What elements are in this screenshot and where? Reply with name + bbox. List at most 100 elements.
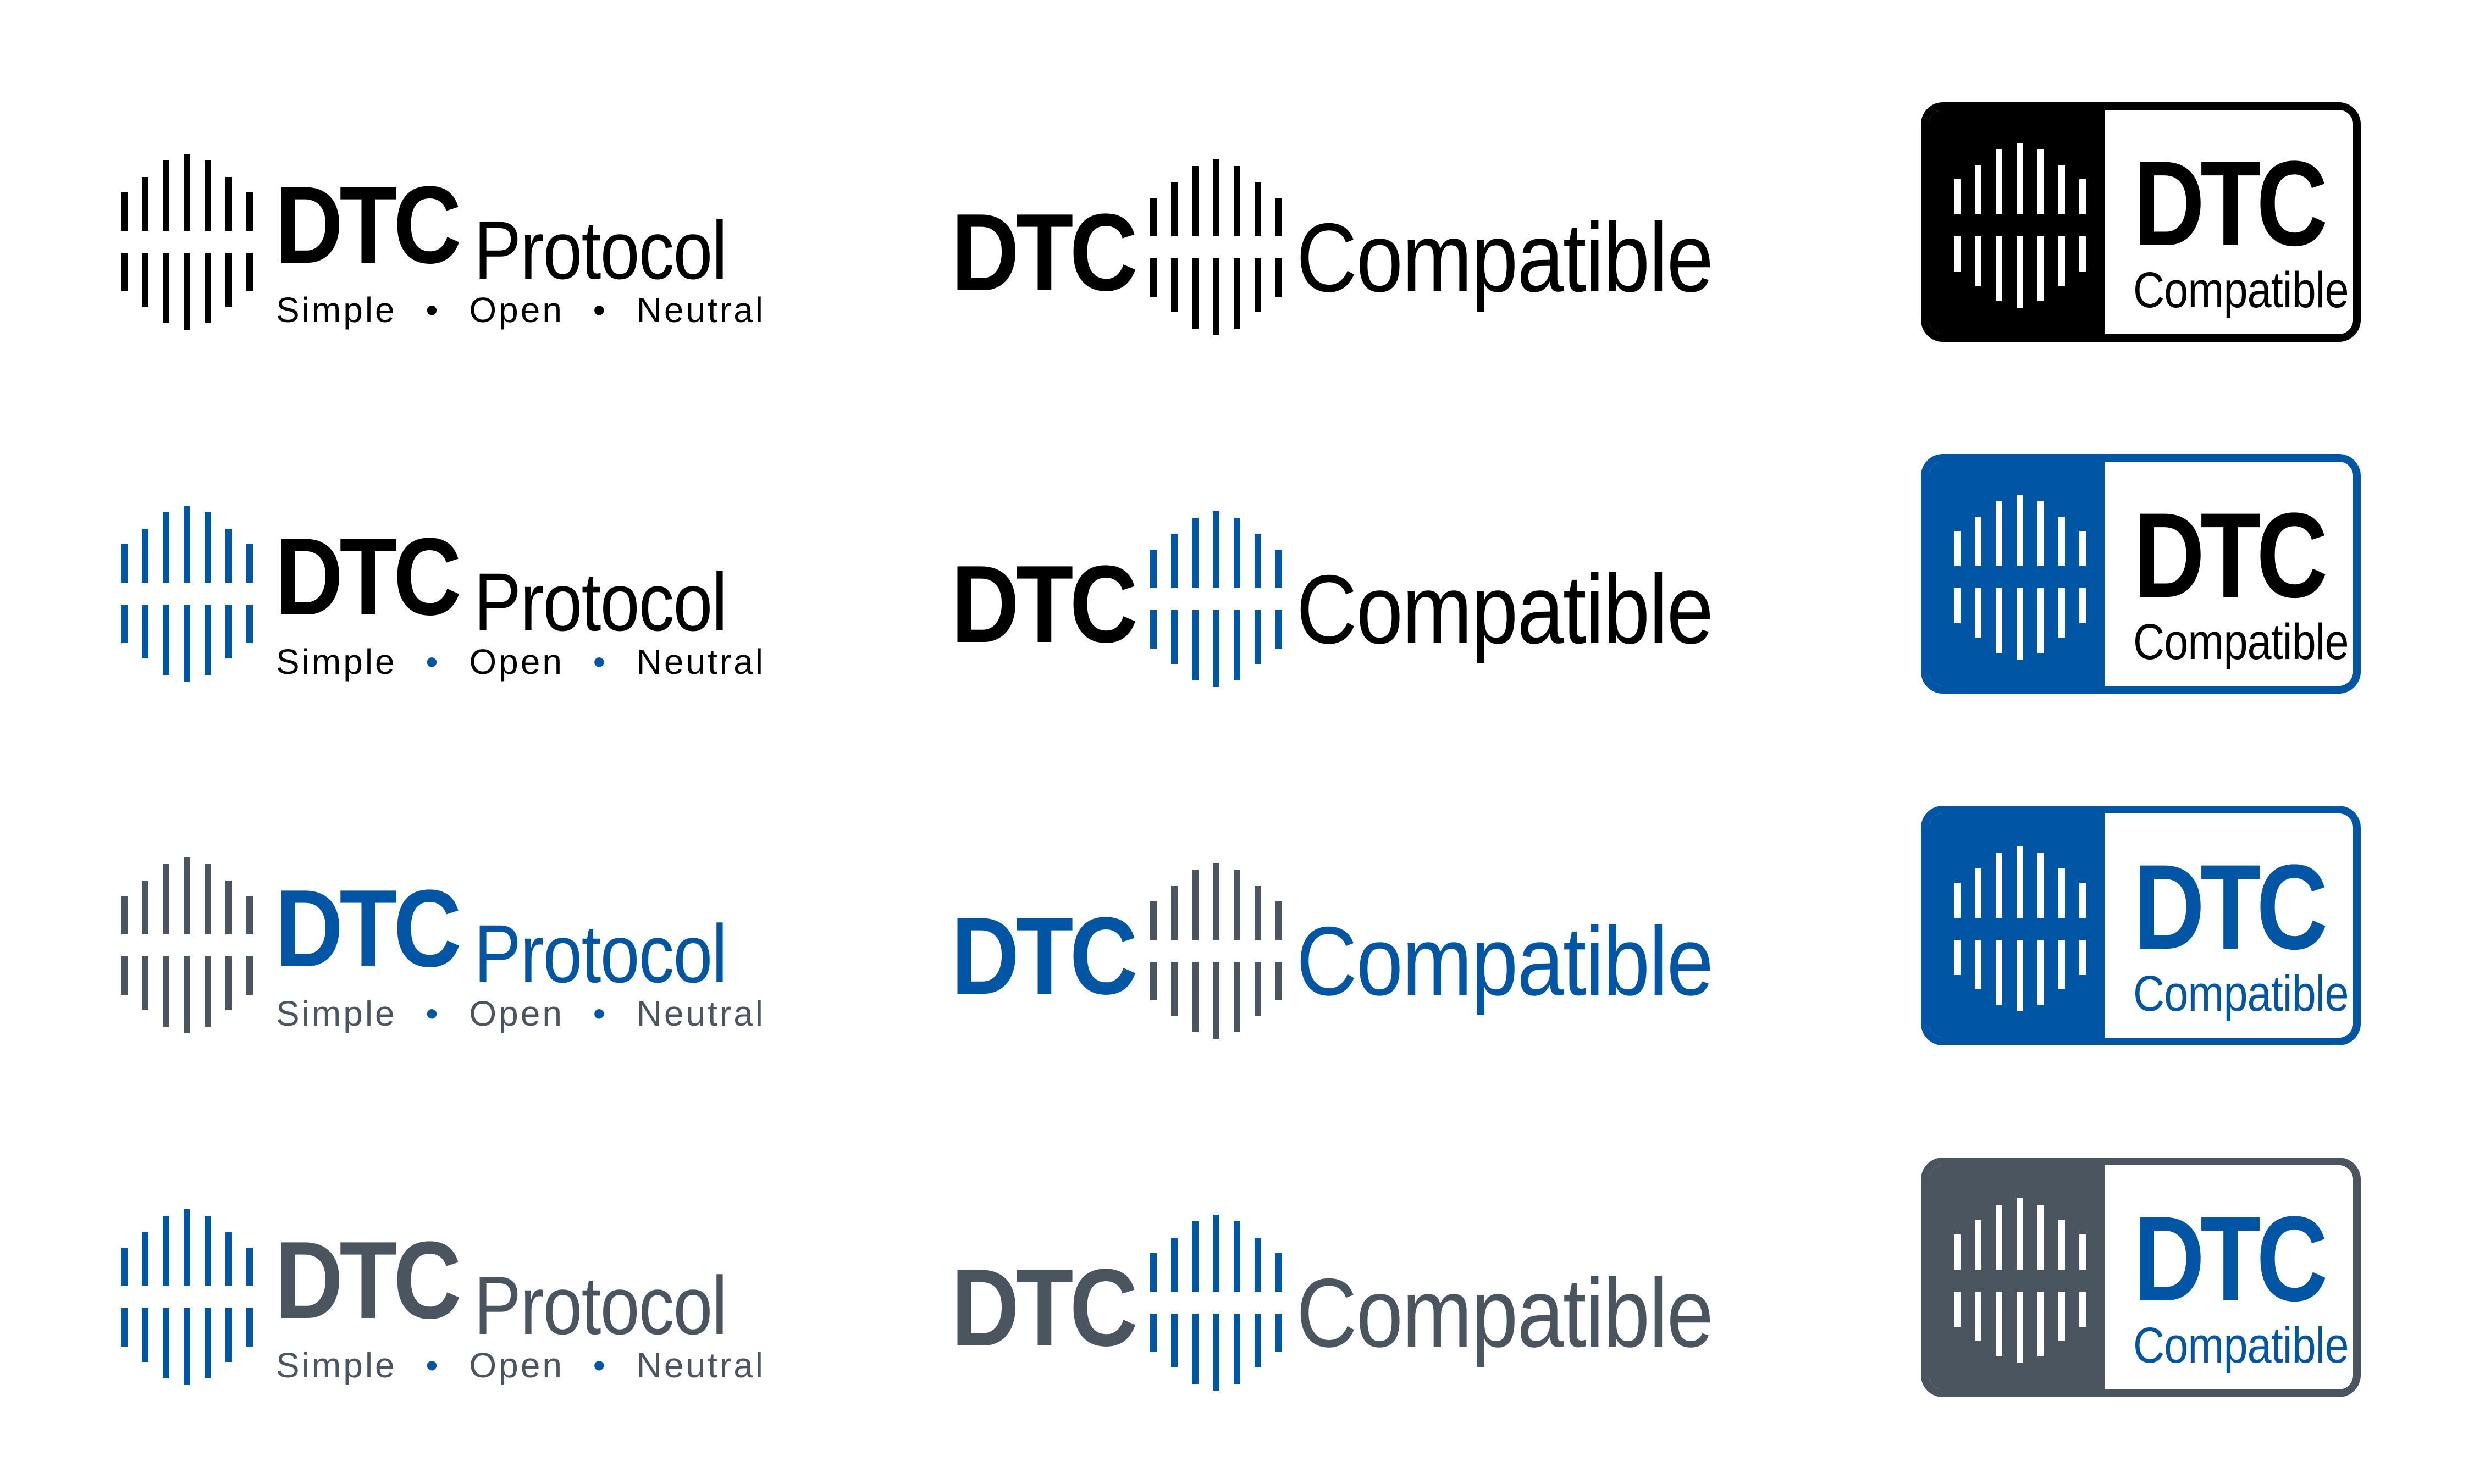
sound-wave-bar xyxy=(1975,517,1981,566)
sound-wave-bar xyxy=(184,253,190,330)
tagline: Simple • Open • Neutral xyxy=(276,292,765,328)
sound-wave-bar xyxy=(2017,236,2023,308)
sound-wave-bar xyxy=(1213,962,1219,1039)
sound-wave-bar xyxy=(163,512,169,583)
sound-wave-bars-icon xyxy=(1954,143,2086,308)
sound-wave-bar xyxy=(142,253,148,307)
sound-wave-bar xyxy=(225,177,232,231)
sound-wave-bar xyxy=(2037,940,2044,1005)
sound-wave-bars-icon xyxy=(1954,1198,2086,1363)
sound-wave-bar xyxy=(2037,236,2044,301)
sound-wave-bar xyxy=(1996,940,2002,1005)
sound-wave-bar xyxy=(2079,883,2086,918)
bullet-separator-icon: • xyxy=(593,642,608,682)
badge-dtc-text: DTC xyxy=(2133,1191,2328,1326)
sound-wave-bars-icon xyxy=(121,154,253,330)
compatible-word: Compatible xyxy=(1296,203,1714,312)
sound-wave-bar xyxy=(1150,258,1157,297)
sound-wave-bar xyxy=(1255,1238,1261,1292)
protocol-dtc-text: DTC xyxy=(275,516,462,638)
sound-wave-bar xyxy=(1255,182,1261,236)
sound-wave-bar xyxy=(1255,610,1261,664)
sound-wave-bar xyxy=(2079,236,2086,272)
dtc-compatible-badge: DTC Compatible xyxy=(1921,102,2361,342)
logo-variant-blue-gray: DTC Protocol Simple • Open • Neutral DTC… xyxy=(0,704,2474,1055)
sound-wave-bar xyxy=(2017,143,2023,214)
sound-wave-bar xyxy=(1996,501,2002,566)
sound-wave-bar xyxy=(163,160,169,231)
sound-wave-bar xyxy=(1975,588,1981,638)
sound-wave-bar xyxy=(184,1308,190,1385)
sound-wave-bar xyxy=(2058,940,2065,989)
sound-wave-bar xyxy=(246,1248,253,1286)
bullet-separator-icon: • xyxy=(593,994,608,1033)
sound-wave-bar xyxy=(1275,198,1282,236)
sound-wave-bar xyxy=(1171,886,1178,940)
sound-wave-bar xyxy=(163,1216,169,1286)
sound-wave-bars-icon xyxy=(121,506,253,682)
sound-wave-bar xyxy=(1234,1221,1240,1292)
sound-wave-bar xyxy=(1275,610,1282,649)
sound-wave-bar xyxy=(121,605,128,643)
sound-wave-bar xyxy=(2037,1205,2044,1270)
badge-dtc-text: DTC xyxy=(2133,839,2328,974)
sound-wave-bar xyxy=(1150,198,1157,236)
sound-wave-bar xyxy=(1192,962,1199,1032)
sound-wave-bar xyxy=(1996,853,2002,918)
sound-wave-bar xyxy=(1234,1314,1240,1384)
tagline-neutral: Neutral xyxy=(636,290,765,330)
sound-wave-bar xyxy=(1954,588,1961,623)
sound-wave-bar xyxy=(2079,531,2086,566)
sound-wave-bar xyxy=(246,956,253,995)
sound-wave-bars-icon xyxy=(121,857,253,1033)
sound-wave-bars-icon xyxy=(1150,1215,1282,1391)
tagline: Simple • Open • Neutral xyxy=(276,1348,765,1383)
sound-wave-bar xyxy=(205,1308,211,1378)
sound-wave-bar xyxy=(2037,853,2044,918)
sound-wave-bar xyxy=(184,1209,190,1286)
compatible-dtc-text: DTC xyxy=(951,1247,1138,1369)
sound-wave-bar xyxy=(2079,1234,2086,1270)
sound-wave-bar xyxy=(1975,1220,1981,1270)
sound-wave-bar xyxy=(1192,1221,1199,1292)
sound-wave-bar xyxy=(1234,870,1240,940)
sound-wave-bar xyxy=(1171,182,1178,236)
sound-wave-bar xyxy=(2017,1198,2023,1270)
sound-wave-bar xyxy=(1996,1292,2002,1356)
sound-wave-bar xyxy=(2037,1292,2044,1356)
sound-wave-bar xyxy=(2017,495,2023,566)
bullet-separator-icon: • xyxy=(593,290,608,330)
sound-wave-bar xyxy=(225,253,232,307)
sound-wave-bar xyxy=(1234,258,1240,329)
sound-wave-bar xyxy=(205,864,211,934)
sound-wave-bar xyxy=(1275,1253,1282,1292)
logo-variant-gray-blue: DTC Protocol Simple • Open • Neutral DTC… xyxy=(0,1055,2474,1407)
sound-wave-bar xyxy=(1975,940,1981,989)
badge-dtc-text: DTC xyxy=(2133,488,2328,623)
sound-wave-bar xyxy=(142,1232,148,1286)
sound-wave-bar xyxy=(2058,1292,2065,1341)
dtc-compatible-wordmark: DTC Compatible xyxy=(951,511,1721,698)
sound-wave-bar xyxy=(163,864,169,934)
badge-dtc-text: DTC xyxy=(2133,136,2328,271)
sound-wave-bar xyxy=(2037,501,2044,566)
sound-wave-bar xyxy=(246,1308,253,1347)
sound-wave-bar xyxy=(1275,901,1282,940)
sound-wave-bar xyxy=(205,160,211,231)
bullet-separator-icon: • xyxy=(426,1345,440,1385)
sound-wave-bar xyxy=(1213,1314,1219,1391)
sound-wave-bar xyxy=(121,1248,128,1286)
compatible-word: Compatible xyxy=(1296,1258,1714,1367)
sound-wave-bar xyxy=(205,605,211,675)
sound-wave-bar xyxy=(1255,962,1261,1016)
sound-wave-bar xyxy=(1996,588,2002,653)
tagline-neutral: Neutral xyxy=(636,994,765,1033)
sound-wave-bar xyxy=(1234,166,1240,236)
sound-wave-bar xyxy=(1192,870,1199,940)
bullet-separator-icon: • xyxy=(593,1345,608,1385)
sound-wave-bar xyxy=(1192,610,1199,680)
badge-compatible-text: Compatible xyxy=(2133,614,2349,670)
sound-wave-bar xyxy=(1234,518,1240,588)
sound-wave-bar xyxy=(2037,149,2044,214)
sound-wave-bar xyxy=(163,605,169,675)
